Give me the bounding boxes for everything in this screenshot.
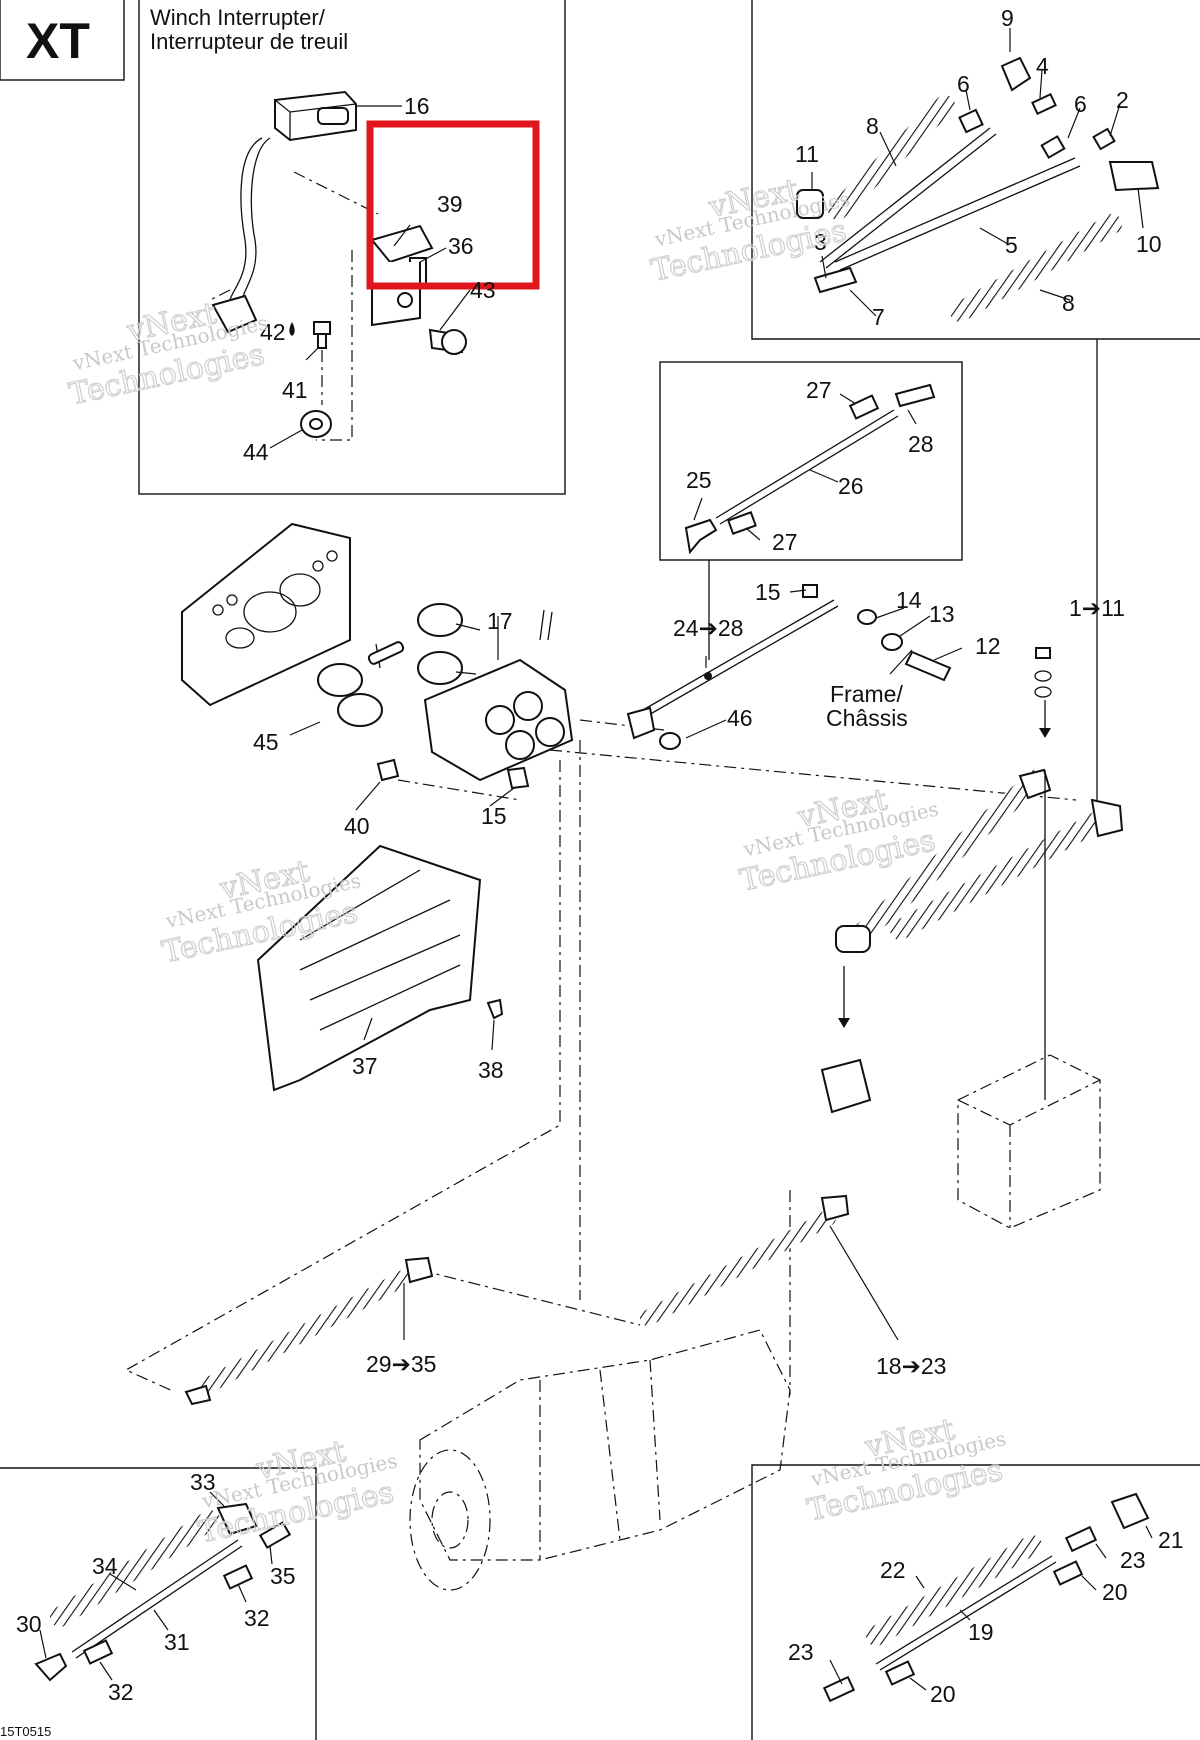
callout-32-b: 32	[108, 1679, 134, 1705]
callout-2: 2	[1116, 87, 1129, 113]
callout-11: 11	[795, 141, 819, 167]
callout-14: 14	[896, 587, 922, 613]
inset-cable-24-28: 27 28 26 25 27	[659, 361, 963, 561]
callout-40: 40	[344, 813, 370, 839]
callout-12: 12	[975, 633, 1001, 659]
callout-9: 9	[1001, 5, 1014, 31]
callout-45: 45	[253, 729, 279, 755]
callout-24-28: 24➔28	[673, 615, 743, 641]
callout-25: 25	[686, 467, 712, 493]
callout-33: 33	[190, 1469, 216, 1495]
harness-connector-part	[211, 294, 258, 334]
callout-27: 27	[806, 377, 832, 403]
callout-20-b: 20	[930, 1681, 956, 1707]
callout-38: 38	[478, 1057, 504, 1083]
inset-frame	[138, 0, 566, 495]
callout-16: 16	[404, 93, 430, 119]
callout-27-b: 27	[772, 529, 798, 555]
cable-24-28-routing: 15 14 13 12 24➔28 46 Frame/ Châssis	[626, 579, 1001, 750]
callout-6: 6	[957, 71, 970, 97]
boot-11-part	[796, 189, 824, 219]
callout-8-b: 8	[1062, 290, 1075, 316]
callout-5: 5	[1005, 232, 1018, 258]
callout-1-11: 1➔11	[1069, 595, 1125, 621]
callout-19: 19	[968, 1619, 994, 1645]
callout-17: 17	[487, 608, 513, 634]
screw-42-part	[289, 321, 331, 349]
callout-30: 30	[16, 1611, 42, 1637]
solenoid-assembly: 17 45 40 15	[181, 522, 1077, 839]
winch-motor-part	[409, 1329, 791, 1591]
cables-main-view: 29➔35 18➔23	[184, 1194, 946, 1406]
winch-switch-part	[229, 90, 357, 301]
callout-8: 8	[866, 113, 879, 139]
callout-18-23: 18➔23	[876, 1353, 946, 1379]
inset-winch-interrupter: Winch Interrupter/ Interrupteur de treui…	[138, 0, 566, 495]
shield-37-part: 37 38	[256, 844, 504, 1092]
frame-label-line1: Frame/	[830, 681, 903, 707]
callout-36: 36	[448, 233, 474, 259]
diagram-code: 15T0515	[0, 1724, 51, 1739]
callout-31: 31	[164, 1629, 190, 1655]
callout-28: 28	[908, 431, 934, 457]
callout-26: 26	[838, 473, 864, 499]
callout-10: 10	[1136, 231, 1162, 257]
inset-cable-18-23: 21 22 23 20 19 23 20	[751, 1464, 1200, 1740]
mounting-plate-part	[181, 522, 351, 707]
callout-41: 41	[282, 377, 308, 403]
callout-6-b: 6	[1074, 91, 1087, 117]
callout-23: 23	[1120, 1547, 1146, 1573]
highlight-box	[366, 120, 540, 290]
callout-23-b: 23	[788, 1639, 814, 1665]
callout-21: 21	[1158, 1527, 1184, 1553]
inset-cable-29-35: 33 34 35 30 31 32 32	[0, 1467, 317, 1740]
callout-34: 34	[92, 1553, 118, 1579]
callout-39: 39	[437, 191, 463, 217]
callout-15: 15	[755, 579, 781, 605]
callout-7: 7	[872, 304, 885, 330]
inset-harness-1-11: 9 6 4 6 2 8 11 3 5 10 7 8	[751, 0, 1200, 340]
model-badge: XT	[0, 0, 125, 81]
frame-label-line2: Châssis	[826, 705, 908, 731]
callout-4: 4	[1036, 53, 1049, 79]
boot-9-part	[1000, 56, 1032, 92]
inset-title-line1: Winch Interrupter/	[150, 5, 326, 30]
relay-bracket-part	[370, 224, 467, 355]
callout-15-b: 15	[481, 803, 507, 829]
callout-43: 43	[470, 277, 496, 303]
callout-42: 42	[260, 319, 286, 345]
callout-29-35: 29➔35	[366, 1351, 436, 1377]
callout-22: 22	[880, 1557, 906, 1583]
callout-20: 20	[1102, 1579, 1128, 1605]
inset-title-line2: Interrupteur de treuil	[150, 29, 348, 54]
boot-10-part	[1108, 161, 1160, 192]
callout-3: 3	[814, 229, 827, 255]
callout-37: 37	[352, 1053, 378, 1079]
model-badge-text: XT	[26, 13, 90, 69]
callout-46: 46	[727, 705, 753, 731]
callout-35: 35	[270, 1563, 296, 1589]
callout-32: 32	[244, 1605, 270, 1631]
callout-44: 44	[243, 439, 269, 465]
main-harness-1-11: 1➔11	[820, 339, 1125, 1229]
callout-13: 13	[929, 601, 955, 627]
